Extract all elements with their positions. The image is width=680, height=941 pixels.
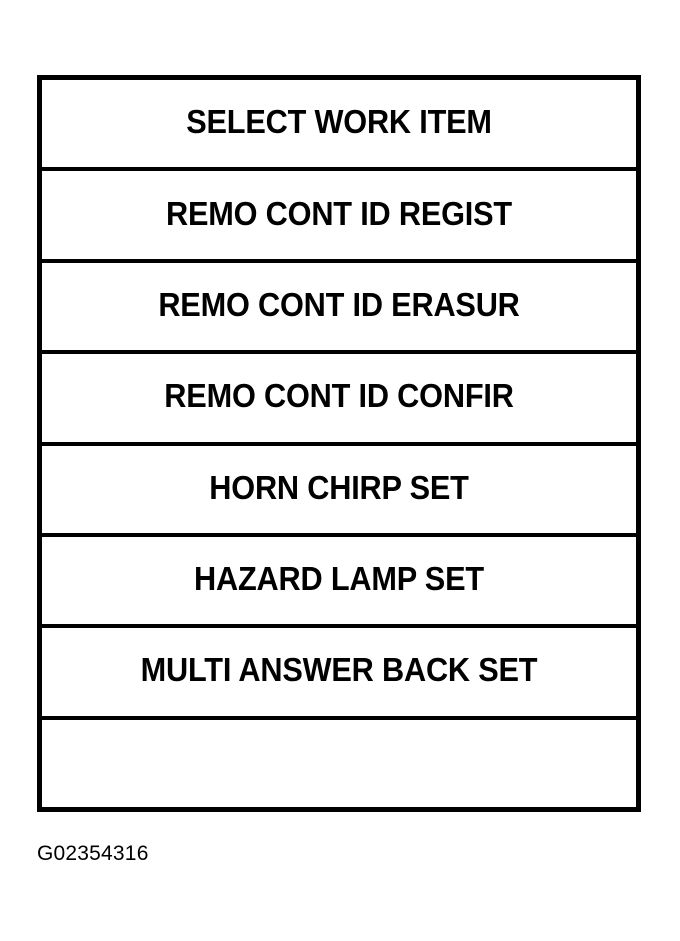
menu-row-label: HORN CHIRP SET	[209, 468, 469, 506]
menu-row-label: REMO CONT ID ERASUR	[158, 285, 520, 323]
menu-row-label: REMO CONT ID CONFIR	[164, 377, 514, 415]
menu-row-horn-chirp-set[interactable]: HORN CHIRP SET	[42, 445, 636, 537]
menu-row-label: MULTI ANSWER BACK SET	[140, 651, 538, 689]
menu-row-blank[interactable]	[42, 719, 636, 807]
select-work-item-menu: SELECT WORK ITEM REMO CONT ID REGIST REM…	[37, 75, 641, 812]
figure-caption: G02354316	[37, 842, 149, 865]
menu-row-label: REMO CONT ID REGIST	[165, 194, 512, 232]
menu-row-label: HAZARD LAMP SET	[194, 560, 484, 598]
menu-row-select-work-item[interactable]: SELECT WORK ITEM	[42, 80, 636, 172]
menu-row-remo-cont-id-confir[interactable]: REMO CONT ID CONFIR	[42, 354, 636, 446]
menu-row-remo-cont-id-erasur[interactable]: REMO CONT ID ERASUR	[42, 262, 636, 355]
menu-row-label: SELECT WORK ITEM	[186, 103, 492, 141]
menu-row-label	[63, 761, 615, 762]
menu-row-remo-cont-id-regist[interactable]: REMO CONT ID REGIST	[42, 171, 636, 263]
menu-row-hazard-lamp-set[interactable]: HAZARD LAMP SET	[42, 536, 636, 629]
menu-row-multi-answer-back-set[interactable]: MULTI ANSWER BACK SET	[42, 628, 636, 720]
